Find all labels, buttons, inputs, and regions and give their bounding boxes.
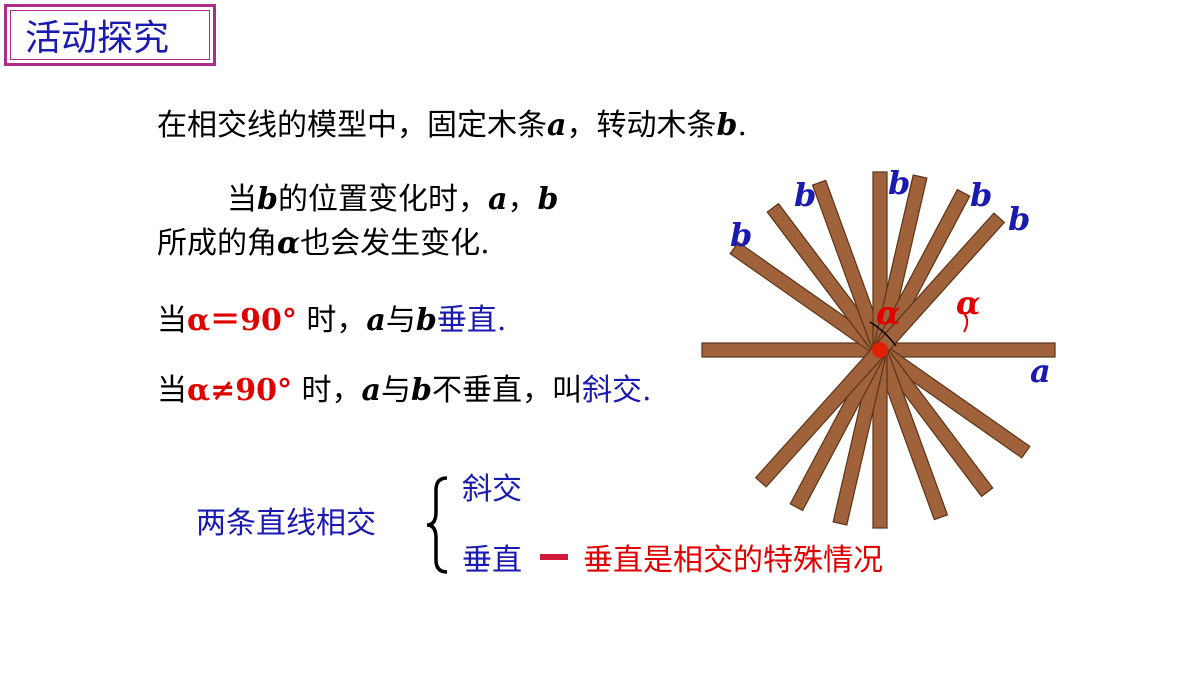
oblique-prefix: 当	[157, 373, 187, 408]
oblique-mid: 时，	[291, 373, 362, 408]
var-b: b	[257, 182, 278, 217]
oblique-rule: 当α≠90° 时，a与b不垂直，叫斜交.	[157, 365, 652, 409]
var-a: a	[547, 108, 567, 143]
var-a: a	[366, 303, 386, 338]
change-line2-end: 也会发生变化.	[300, 226, 490, 261]
perp-condition: α＝90°	[187, 303, 297, 338]
page-title: 活动探究	[10, 10, 210, 60]
perp-prefix: 当	[157, 303, 187, 338]
change-sep: ，	[507, 182, 538, 217]
oblique-result: 不垂直，叫	[431, 373, 582, 408]
intro-text-1: 在相交线的模型中，固定木条	[157, 108, 547, 143]
var-b: b	[537, 182, 559, 217]
change-line-2: 所成的角α也会发生变化.	[157, 218, 490, 262]
classification-oblique: 斜交	[462, 472, 522, 507]
var-a: a	[487, 182, 508, 217]
intersection-point	[872, 342, 888, 358]
var-b: b	[410, 373, 432, 408]
var-a: a	[361, 373, 381, 408]
oblique-condition: α≠90°	[187, 373, 292, 408]
stick-b-label: b	[970, 176, 992, 214]
alpha-label-right: α	[956, 284, 981, 322]
classification-note: 垂直是相交的特殊情况	[583, 543, 883, 578]
intro-line: 在相交线的模型中，固定木条a，转动木条b.	[157, 100, 747, 144]
dash-connector	[540, 554, 568, 560]
stick-b-label: b	[730, 216, 752, 254]
change-line-1: 当b的位置变化时，a，b	[227, 174, 558, 218]
stick-b-label: b	[1008, 200, 1030, 238]
change-prefix: 当	[227, 182, 257, 217]
classification-label: 两条直线相交	[196, 506, 376, 541]
alpha-label: α	[876, 294, 901, 332]
intro-text-3: .	[737, 108, 747, 143]
perp-mid: 时，	[296, 303, 367, 338]
stick-b-label: b	[888, 164, 910, 202]
oblique-with: 与	[380, 373, 411, 408]
perp-result: 垂直.	[436, 303, 507, 338]
var-b: b	[716, 108, 738, 143]
change-mid: 的位置变化时，	[277, 182, 488, 217]
title-box: 活动探究	[4, 4, 216, 66]
var-b: b	[415, 303, 437, 338]
oblique-term: 斜交.	[581, 373, 652, 408]
perpendicular-rule: 当α＝90° 时，a与b垂直.	[157, 295, 506, 339]
intro-text-2: ，转动木条	[566, 108, 717, 143]
intersecting-sticks-diagram: α α a b b b b b	[701, 164, 1056, 529]
var-alpha: α	[277, 226, 301, 261]
stick-b-label: b	[794, 176, 816, 214]
perp-with: 与	[385, 303, 416, 338]
change-line2-start: 所成的角	[157, 226, 277, 261]
classification-perpendicular: 垂直	[462, 543, 522, 578]
angle-arc	[869, 321, 897, 347]
brace-icon	[426, 476, 448, 574]
angle-arc-right	[959, 309, 969, 333]
stick-a-label: a	[1030, 352, 1051, 390]
